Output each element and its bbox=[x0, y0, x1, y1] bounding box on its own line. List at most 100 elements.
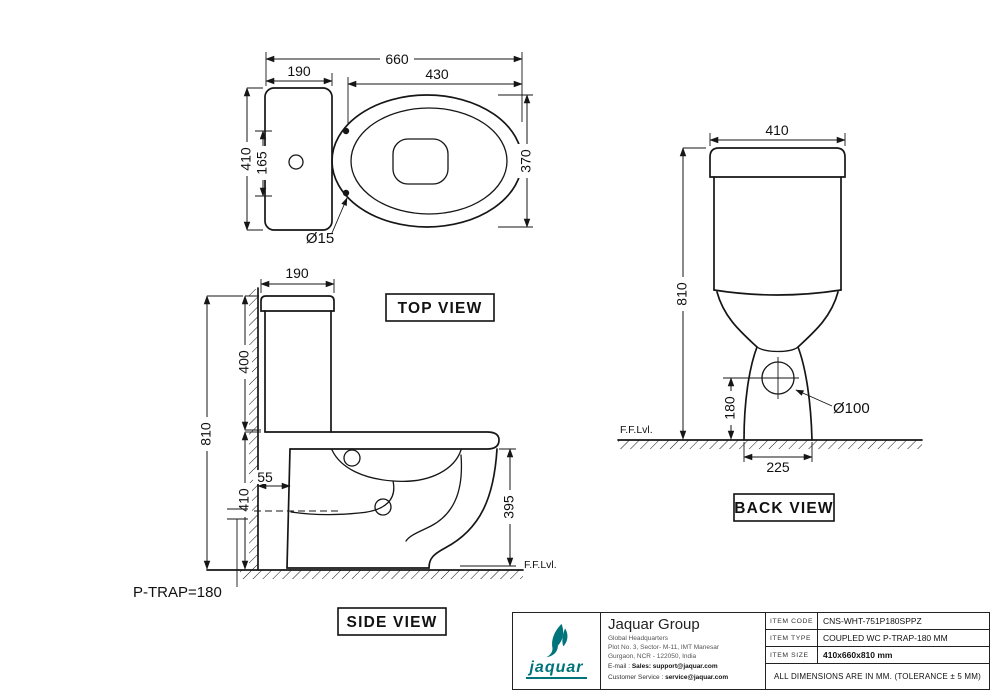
address-line-2: Plot No. 3, Sector- M-11, IMT Manesar bbox=[608, 643, 720, 651]
email-line: E-mail : Sales: support@jaquar.com bbox=[608, 663, 758, 672]
top-view-drawing bbox=[264, 87, 523, 231]
dia-15-callout: Ø15 bbox=[306, 197, 348, 247]
company-cell: Jaquar Group Global Headquarters Plot No… bbox=[601, 613, 766, 689]
lbl-bg bbox=[236, 345, 252, 379]
leader-line bbox=[331, 197, 348, 234]
dim-410-top: 410 bbox=[238, 87, 263, 231]
view-title: SIDE VIEW bbox=[347, 614, 438, 631]
side-view-label: SIDE VIEW bbox=[337, 607, 447, 636]
label-box bbox=[337, 607, 447, 636]
lbl-bg bbox=[254, 146, 270, 180]
cistern-body-back bbox=[713, 176, 842, 291]
email-label: E-mail : bbox=[608, 663, 632, 671]
dim-410-back: 410 bbox=[709, 122, 846, 146]
lbl-bg bbox=[518, 144, 534, 178]
item-size-value: 410x660x810 mm bbox=[823, 650, 893, 660]
tolerance-note: ALL DIMENSIONS ARE IN MM. (TOLERANCE ± 5… bbox=[774, 672, 981, 681]
ground-hatching-back bbox=[618, 440, 922, 449]
address-line-1: Global Headquarters bbox=[608, 635, 668, 642]
dim-label: 430 bbox=[425, 66, 449, 82]
wall-hatching bbox=[249, 289, 258, 570]
seat-ring-outline bbox=[350, 107, 508, 215]
dim-label: 410 bbox=[238, 147, 254, 171]
dim-label: 410 bbox=[236, 488, 252, 512]
dim-label: 165 bbox=[254, 151, 270, 175]
dim-165: 165 bbox=[254, 130, 272, 197]
item-table: ITEM CODE CNS-WHT-751P180SPPZ ITEM TYPE … bbox=[766, 613, 989, 689]
top-view-label: TOP VIEW bbox=[385, 293, 495, 322]
lbl-bg bbox=[380, 51, 414, 67]
dim-225: 225 bbox=[743, 442, 813, 475]
dim-label: 660 bbox=[385, 51, 409, 67]
right-silhouette bbox=[797, 291, 839, 441]
address-line-3: Gurgaon, NCR - 122050, India bbox=[608, 652, 697, 660]
label-box bbox=[733, 493, 835, 522]
dim-label: 55 bbox=[257, 469, 273, 485]
dim-label: 400 bbox=[236, 350, 252, 374]
lbl-bg bbox=[674, 277, 690, 311]
trap-section-dot-1 bbox=[343, 449, 361, 467]
dim-410-side: 410 bbox=[236, 431, 261, 570]
item-type-label: ITEM TYPE bbox=[766, 630, 818, 646]
trap-section-dot-2 bbox=[374, 498, 392, 516]
jaquar-logo-icon bbox=[545, 623, 567, 657]
seat-slab bbox=[264, 431, 500, 450]
bowl-opening bbox=[392, 138, 449, 185]
logo-wordmark: jaquar bbox=[526, 659, 587, 680]
lbl-bg bbox=[722, 391, 738, 425]
dim-190-top: 190 bbox=[265, 63, 333, 86]
bowl-pedestal-outline bbox=[286, 448, 498, 569]
cistern-body bbox=[264, 310, 332, 433]
hinge-hole-top bbox=[342, 127, 350, 135]
back-view-label: BACK VIEW bbox=[733, 493, 835, 522]
view-title: TOP VIEW bbox=[398, 300, 483, 317]
label-box bbox=[385, 293, 495, 322]
view-title: BACK VIEW bbox=[734, 500, 834, 517]
dim-55: 55 bbox=[253, 469, 291, 490]
logo-cell: jaquar bbox=[513, 613, 601, 689]
email-value: Sales: support@jaquar.com bbox=[631, 663, 718, 671]
dim-810-side: 810 bbox=[198, 295, 243, 570]
table-row-item-code: ITEM CODE CNS-WHT-751P180SPPZ bbox=[766, 613, 989, 630]
table-row-item-size: ITEM SIZE 410x660x810 mm bbox=[766, 647, 989, 664]
dim-430: 430 bbox=[347, 66, 523, 124]
dim-label: 190 bbox=[285, 265, 309, 281]
ptrap-label: P-TRAP=180 bbox=[133, 584, 222, 601]
dim-label: 395 bbox=[501, 495, 517, 519]
dia-100-callout: Ø100 bbox=[795, 389, 870, 417]
cistern-lid-back bbox=[709, 147, 846, 178]
waist-joint-curve bbox=[756, 346, 799, 353]
item-code-value: CNS-WHT-751P180SPPZ bbox=[823, 616, 922, 626]
dim-label: 190 bbox=[287, 63, 311, 79]
dim-label: 810 bbox=[198, 422, 214, 446]
inner-front-curve bbox=[405, 454, 463, 542]
lbl-bg bbox=[253, 470, 277, 484]
floor-level-label-side: F.F.Lvl. bbox=[524, 559, 557, 571]
lbl-bg bbox=[238, 142, 254, 176]
trap-passage-curve bbox=[290, 480, 395, 516]
table-row-item-type: ITEM TYPE COUPLED WC P-TRAP-180 MM bbox=[766, 630, 989, 647]
dim-label: 410 bbox=[765, 122, 789, 138]
service-label: Customer Service : bbox=[608, 674, 666, 682]
leader-line bbox=[795, 389, 833, 407]
leader-lines bbox=[227, 508, 248, 587]
ground-hatching bbox=[240, 570, 523, 579]
service-value: service@jaquar.com bbox=[665, 674, 729, 682]
dim-label: 370 bbox=[518, 149, 534, 173]
flush-button bbox=[288, 154, 304, 170]
dim-180-back: 180 bbox=[722, 377, 757, 440]
cistern-lid bbox=[260, 295, 335, 312]
side-view-drawing bbox=[206, 287, 524, 579]
dim-label: Ø15 bbox=[306, 230, 334, 247]
company-name: Jaquar Group bbox=[608, 616, 700, 633]
item-size-label: ITEM SIZE bbox=[766, 647, 818, 663]
service-line: Customer Service : service@jaquar.com bbox=[608, 674, 758, 683]
dim-400: 400 bbox=[236, 295, 261, 431]
bowl-outer-outline bbox=[331, 94, 523, 228]
lbl-bg bbox=[236, 483, 252, 517]
floor-level-label-back: F.F.Lvl. bbox=[620, 424, 653, 436]
dim-label: 225 bbox=[766, 459, 790, 475]
item-code-label: ITEM CODE bbox=[766, 613, 818, 629]
dim-label: 180 bbox=[722, 396, 738, 420]
